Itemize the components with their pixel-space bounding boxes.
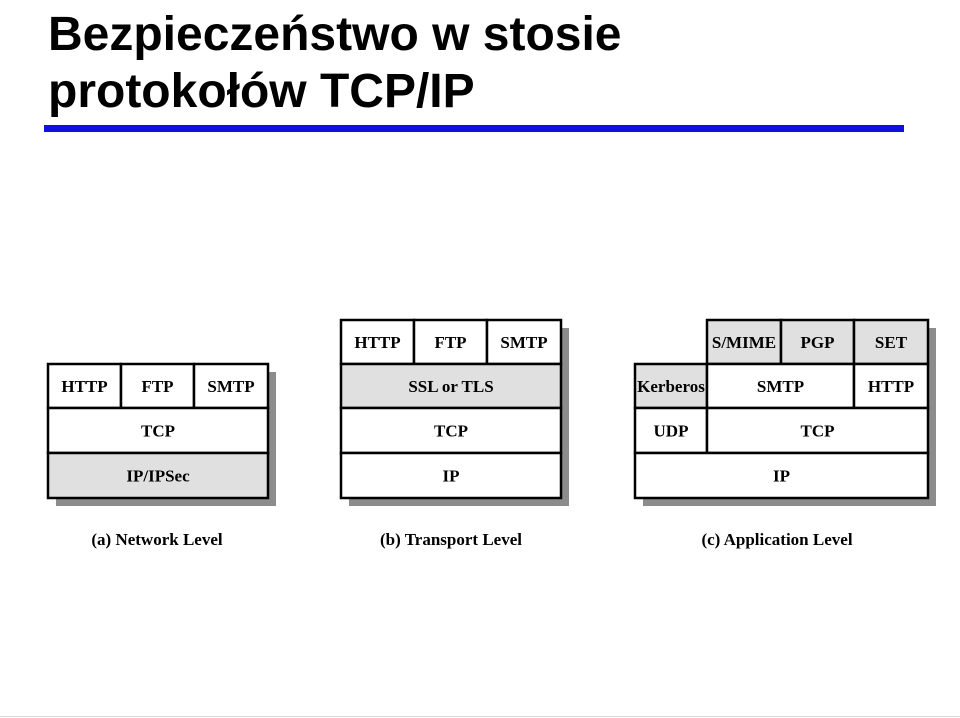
stack-cell-box [192,362,270,410]
stack-cell-set: SET [852,318,930,366]
stack-cell-ip: IP [339,451,563,500]
stack-cell-label: FTP [141,377,173,396]
slide-bottom-border [0,716,960,717]
stack-cell-http: HTTP [852,362,930,410]
stack-cell-label: S/MIME [712,333,776,352]
stack-cell-box [633,362,709,410]
panel-caption: (c) Application Level [701,530,852,549]
stack-cell-label: TCP [801,422,835,441]
stack-cell-label: HTTP [354,333,400,352]
stack-cell-label: SMTP [207,377,254,396]
stack-cell-label: SSL or TLS [408,377,493,396]
protocol-stack-panel-3: S/MIME PGP SET Kerberos SMTP HTTP UDP TCP IP (c) … [633,318,936,549]
stack-cell-label: SET [875,333,908,352]
stack-cell-label: IP/IPSec [126,467,190,486]
stack-cell-box [46,451,270,500]
stack-cell-udp: UDP [633,406,709,455]
stack-cell-box [119,362,196,410]
stack-cell-s-mime: S/MIME [705,318,783,366]
stack-cell-http: HTTP [46,362,123,410]
stack-cell-label: HTTP [61,377,107,396]
stack-cell-ssl-or-tls: SSL or TLS [339,362,563,410]
stack-cell-http: HTTP [339,318,416,366]
title-underline [44,125,904,132]
stack-cell-smtp: SMTP [705,362,856,410]
stack-cell-label: HTTP [868,377,914,396]
stack-cell-ip-ipsec: IP/IPSec [46,451,270,500]
stack-cell-label: IP [773,467,790,486]
stack-cell-label: SMTP [500,333,547,352]
stack-cell-kerberos: Kerberos [633,362,709,410]
stack-cell-box [339,362,563,410]
stack-cell-smtp: SMTP [192,362,270,410]
slide-title-line-2: protokołów TCP/IP [48,65,475,118]
slide-title-line-1: Bezpieczeństwo w stosie [48,8,622,61]
stack-cell-box [485,318,563,366]
stack-cell-label: TCP [434,422,468,441]
stack-cell-label: UDP [654,422,689,441]
slide-title: Bezpieczeństwo w stosie protokołów TCP/I… [48,6,622,120]
stack-cell-tcp: TCP [339,406,563,455]
panel-caption: (a) Network Level [91,530,223,549]
stack-cell-tcp: TCP [46,406,270,455]
stack-cell-box [339,318,416,366]
stack-cell-label: PGP [801,333,835,352]
protocol-stack-panel-1: HTTP FTP SMTP TCP IP/IPSec (a) Network Level [46,362,276,549]
stack-cell-ftp: FTP [119,362,196,410]
stack-cell-label: Kerberos [637,377,705,396]
stack-cell-label: IP [443,467,460,486]
stack-cell-ftp: FTP [412,318,489,366]
stack-cell-label: TCP [141,422,175,441]
stack-cell-box [339,406,563,455]
stack-cell-box [705,362,856,410]
stack-cell-box [705,318,783,366]
stack-cell-label: SMTP [757,377,804,396]
stack-cell-pgp: PGP [779,318,856,366]
stack-cell-box [46,406,270,455]
stack-cell-box [852,362,930,410]
stack-cell-box [633,451,930,500]
panel-caption: (b) Transport Level [380,530,522,549]
stack-cell-tcp: TCP [705,406,930,455]
stack-cell-smtp: SMTP [485,318,563,366]
protocol-stack-panel-2: HTTP FTP SMTP SSL or TLS TCP IP (b) Transport … [339,318,569,549]
stack-cell-box [339,451,563,500]
stack-cell-label: FTP [434,333,466,352]
stack-cell-ip: IP [633,451,930,500]
